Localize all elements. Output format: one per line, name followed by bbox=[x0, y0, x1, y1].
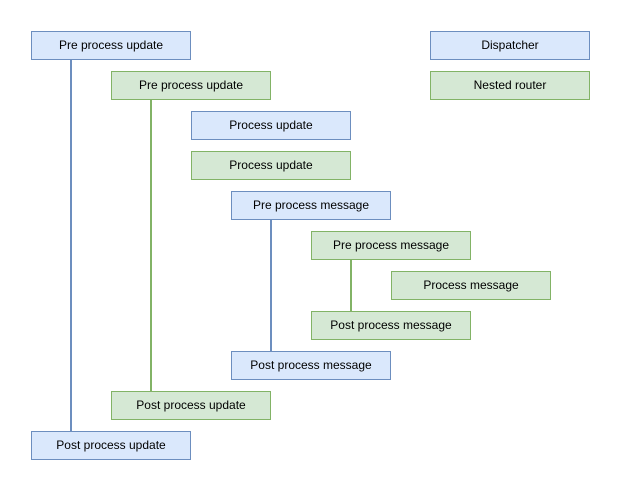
node-label-router-pre-process-update: Pre process update bbox=[138, 78, 244, 93]
node-dispatcher-post-process-update[interactable]: Post process update bbox=[31, 431, 191, 460]
node-dispatcher-pre-process-update[interactable]: Pre process update bbox=[31, 31, 191, 60]
node-router-pre-process-update[interactable]: Pre process update bbox=[111, 71, 271, 100]
node-label-router-post-process-update: Post process update bbox=[136, 398, 246, 413]
node-router-post-process-update[interactable]: Post process update bbox=[111, 391, 271, 420]
node-router-post-process-message[interactable]: Post process message bbox=[311, 311, 471, 340]
node-legend-nested-router[interactable]: Nested router bbox=[430, 71, 590, 100]
node-label-dispatcher-post-process-message: Post process message bbox=[250, 358, 372, 373]
node-label-dispatcher-pre-process-update: Pre process update bbox=[58, 38, 164, 53]
node-dispatcher-process-update[interactable]: Process update bbox=[191, 111, 351, 140]
node-label-router-process-update: Process update bbox=[229, 158, 313, 173]
node-label-legend-dispatcher: Dispatcher bbox=[481, 38, 539, 53]
connector-router-message-lifeline bbox=[350, 260, 352, 311]
node-label-router-pre-process-message: Pre process message bbox=[332, 238, 450, 253]
node-label-dispatcher-pre-process-message: Pre process message bbox=[252, 198, 370, 213]
node-dispatcher-post-process-message[interactable]: Post process message bbox=[231, 351, 391, 380]
node-router-pre-process-message[interactable]: Pre process message bbox=[311, 231, 471, 260]
node-label-router-process-message: Process message bbox=[423, 278, 519, 293]
node-legend-dispatcher[interactable]: Dispatcher bbox=[430, 31, 590, 60]
node-label-dispatcher-process-update: Process update bbox=[229, 118, 313, 133]
node-label-router-post-process-message: Post process message bbox=[330, 318, 452, 333]
node-label-dispatcher-post-process-update: Post process update bbox=[56, 438, 166, 453]
connector-dispatcher-update-lifeline bbox=[70, 60, 72, 431]
connector-router-update-lifeline bbox=[150, 100, 152, 391]
node-dispatcher-pre-process-message[interactable]: Pre process message bbox=[231, 191, 391, 220]
node-router-process-message[interactable]: Process message bbox=[391, 271, 551, 300]
node-label-legend-nested-router: Nested router bbox=[473, 78, 547, 93]
connector-dispatcher-message-lifeline bbox=[270, 220, 272, 351]
node-router-process-update[interactable]: Process update bbox=[191, 151, 351, 180]
